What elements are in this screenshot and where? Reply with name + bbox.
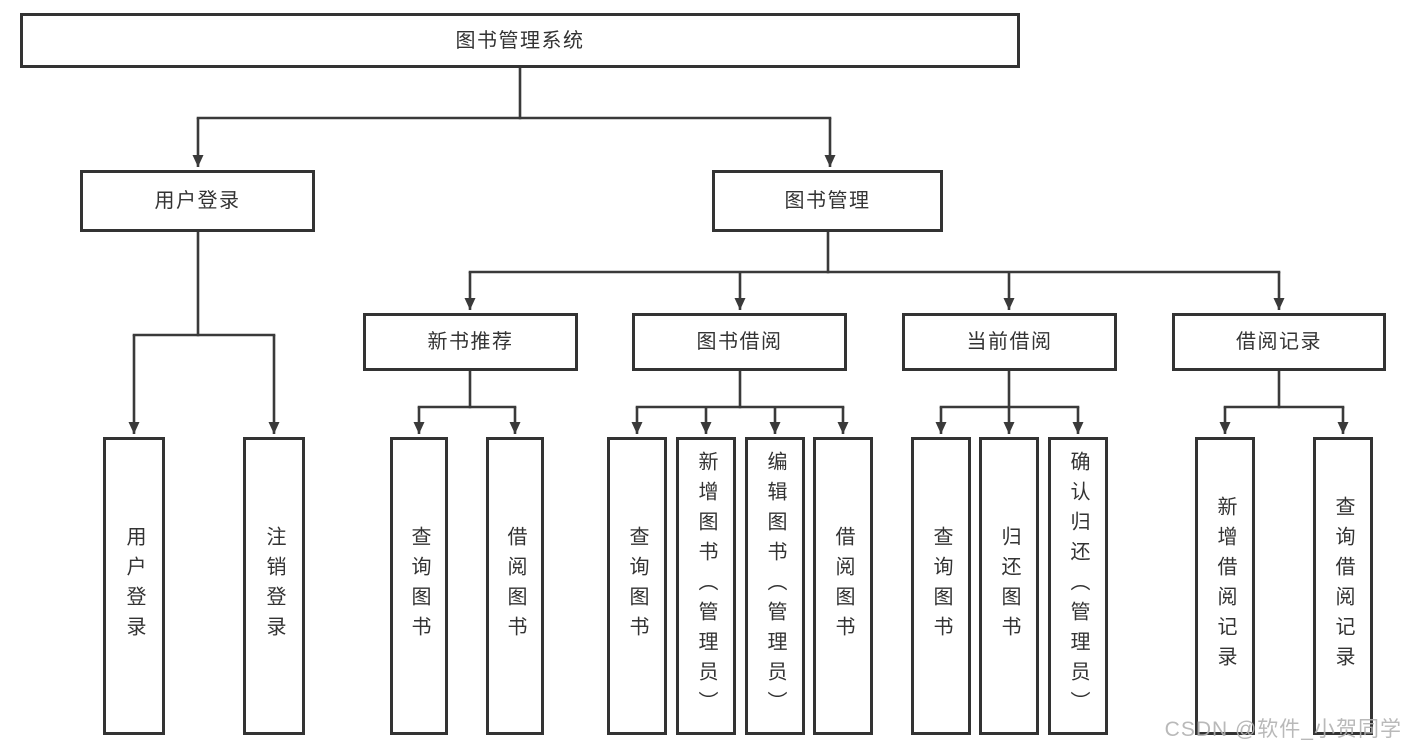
leaf-query-book-current: 查询图书 bbox=[911, 437, 971, 735]
csdn-watermark: CSDN @软件_小贺同学 bbox=[1164, 718, 1402, 741]
node-label: 新书推荐 bbox=[427, 331, 514, 353]
node-current-borrowing: 当前借阅 bbox=[902, 313, 1117, 371]
node-label: 当前借阅 bbox=[966, 331, 1053, 353]
leaf-query-borrow-record: 查询借阅记录 bbox=[1313, 437, 1373, 735]
node-user-login: 用户登录 bbox=[80, 170, 315, 232]
leaf-query-book-recommend: 查询图书 bbox=[390, 437, 448, 735]
leaf-label: 确认归还（管理员） bbox=[1067, 451, 1089, 721]
leaf-label: 用户登录 bbox=[123, 526, 145, 646]
leaf-label: 借阅图书 bbox=[504, 526, 526, 646]
leaf-query-book-borrowing: 查询图书 bbox=[607, 437, 667, 735]
node-book-management: 图书管理 bbox=[712, 170, 943, 232]
leaf-confirm-return-admin: 确认归还（管理员） bbox=[1048, 437, 1108, 735]
node-label: 借阅记录 bbox=[1236, 331, 1322, 353]
leaf-label: 查询图书 bbox=[626, 526, 648, 646]
node-label: 用户登录 bbox=[154, 190, 241, 212]
node-book-borrowing: 图书借阅 bbox=[632, 313, 847, 371]
leaf-label: 新增图书（管理员） bbox=[695, 451, 717, 721]
leaf-label: 借阅图书 bbox=[832, 526, 854, 646]
leaf-label: 注销登录 bbox=[263, 526, 285, 646]
node-label: 图书管理 bbox=[784, 190, 871, 212]
leaf-return-book: 归还图书 bbox=[979, 437, 1039, 735]
node-root-system: 图书管理系统 bbox=[20, 13, 1020, 68]
leaf-logout: 注销登录 bbox=[243, 437, 305, 735]
leaf-borrow-book: 借阅图书 bbox=[813, 437, 873, 735]
node-label: 图书管理系统 bbox=[455, 29, 585, 52]
leaf-edit-book-admin: 编辑图书（管理员） bbox=[745, 437, 805, 735]
leaf-add-book-admin: 新增图书（管理员） bbox=[676, 437, 736, 735]
leaf-user-login: 用户登录 bbox=[103, 437, 165, 735]
leaf-label: 编辑图书（管理员） bbox=[764, 451, 786, 721]
leaf-label: 归还图书 bbox=[998, 526, 1020, 646]
leaf-add-borrow-record: 新增借阅记录 bbox=[1195, 437, 1255, 735]
node-borrowing-records: 借阅记录 bbox=[1172, 313, 1386, 371]
node-label: 图书借阅 bbox=[696, 331, 783, 353]
leaf-label: 查询借阅记录 bbox=[1332, 496, 1354, 676]
node-new-book-recommend: 新书推荐 bbox=[363, 313, 578, 371]
leaf-borrow-book-recommend: 借阅图书 bbox=[486, 437, 544, 735]
leaf-label: 新增借阅记录 bbox=[1214, 496, 1236, 676]
leaf-label: 查询图书 bbox=[930, 526, 952, 646]
leaf-label: 查询图书 bbox=[408, 526, 430, 646]
